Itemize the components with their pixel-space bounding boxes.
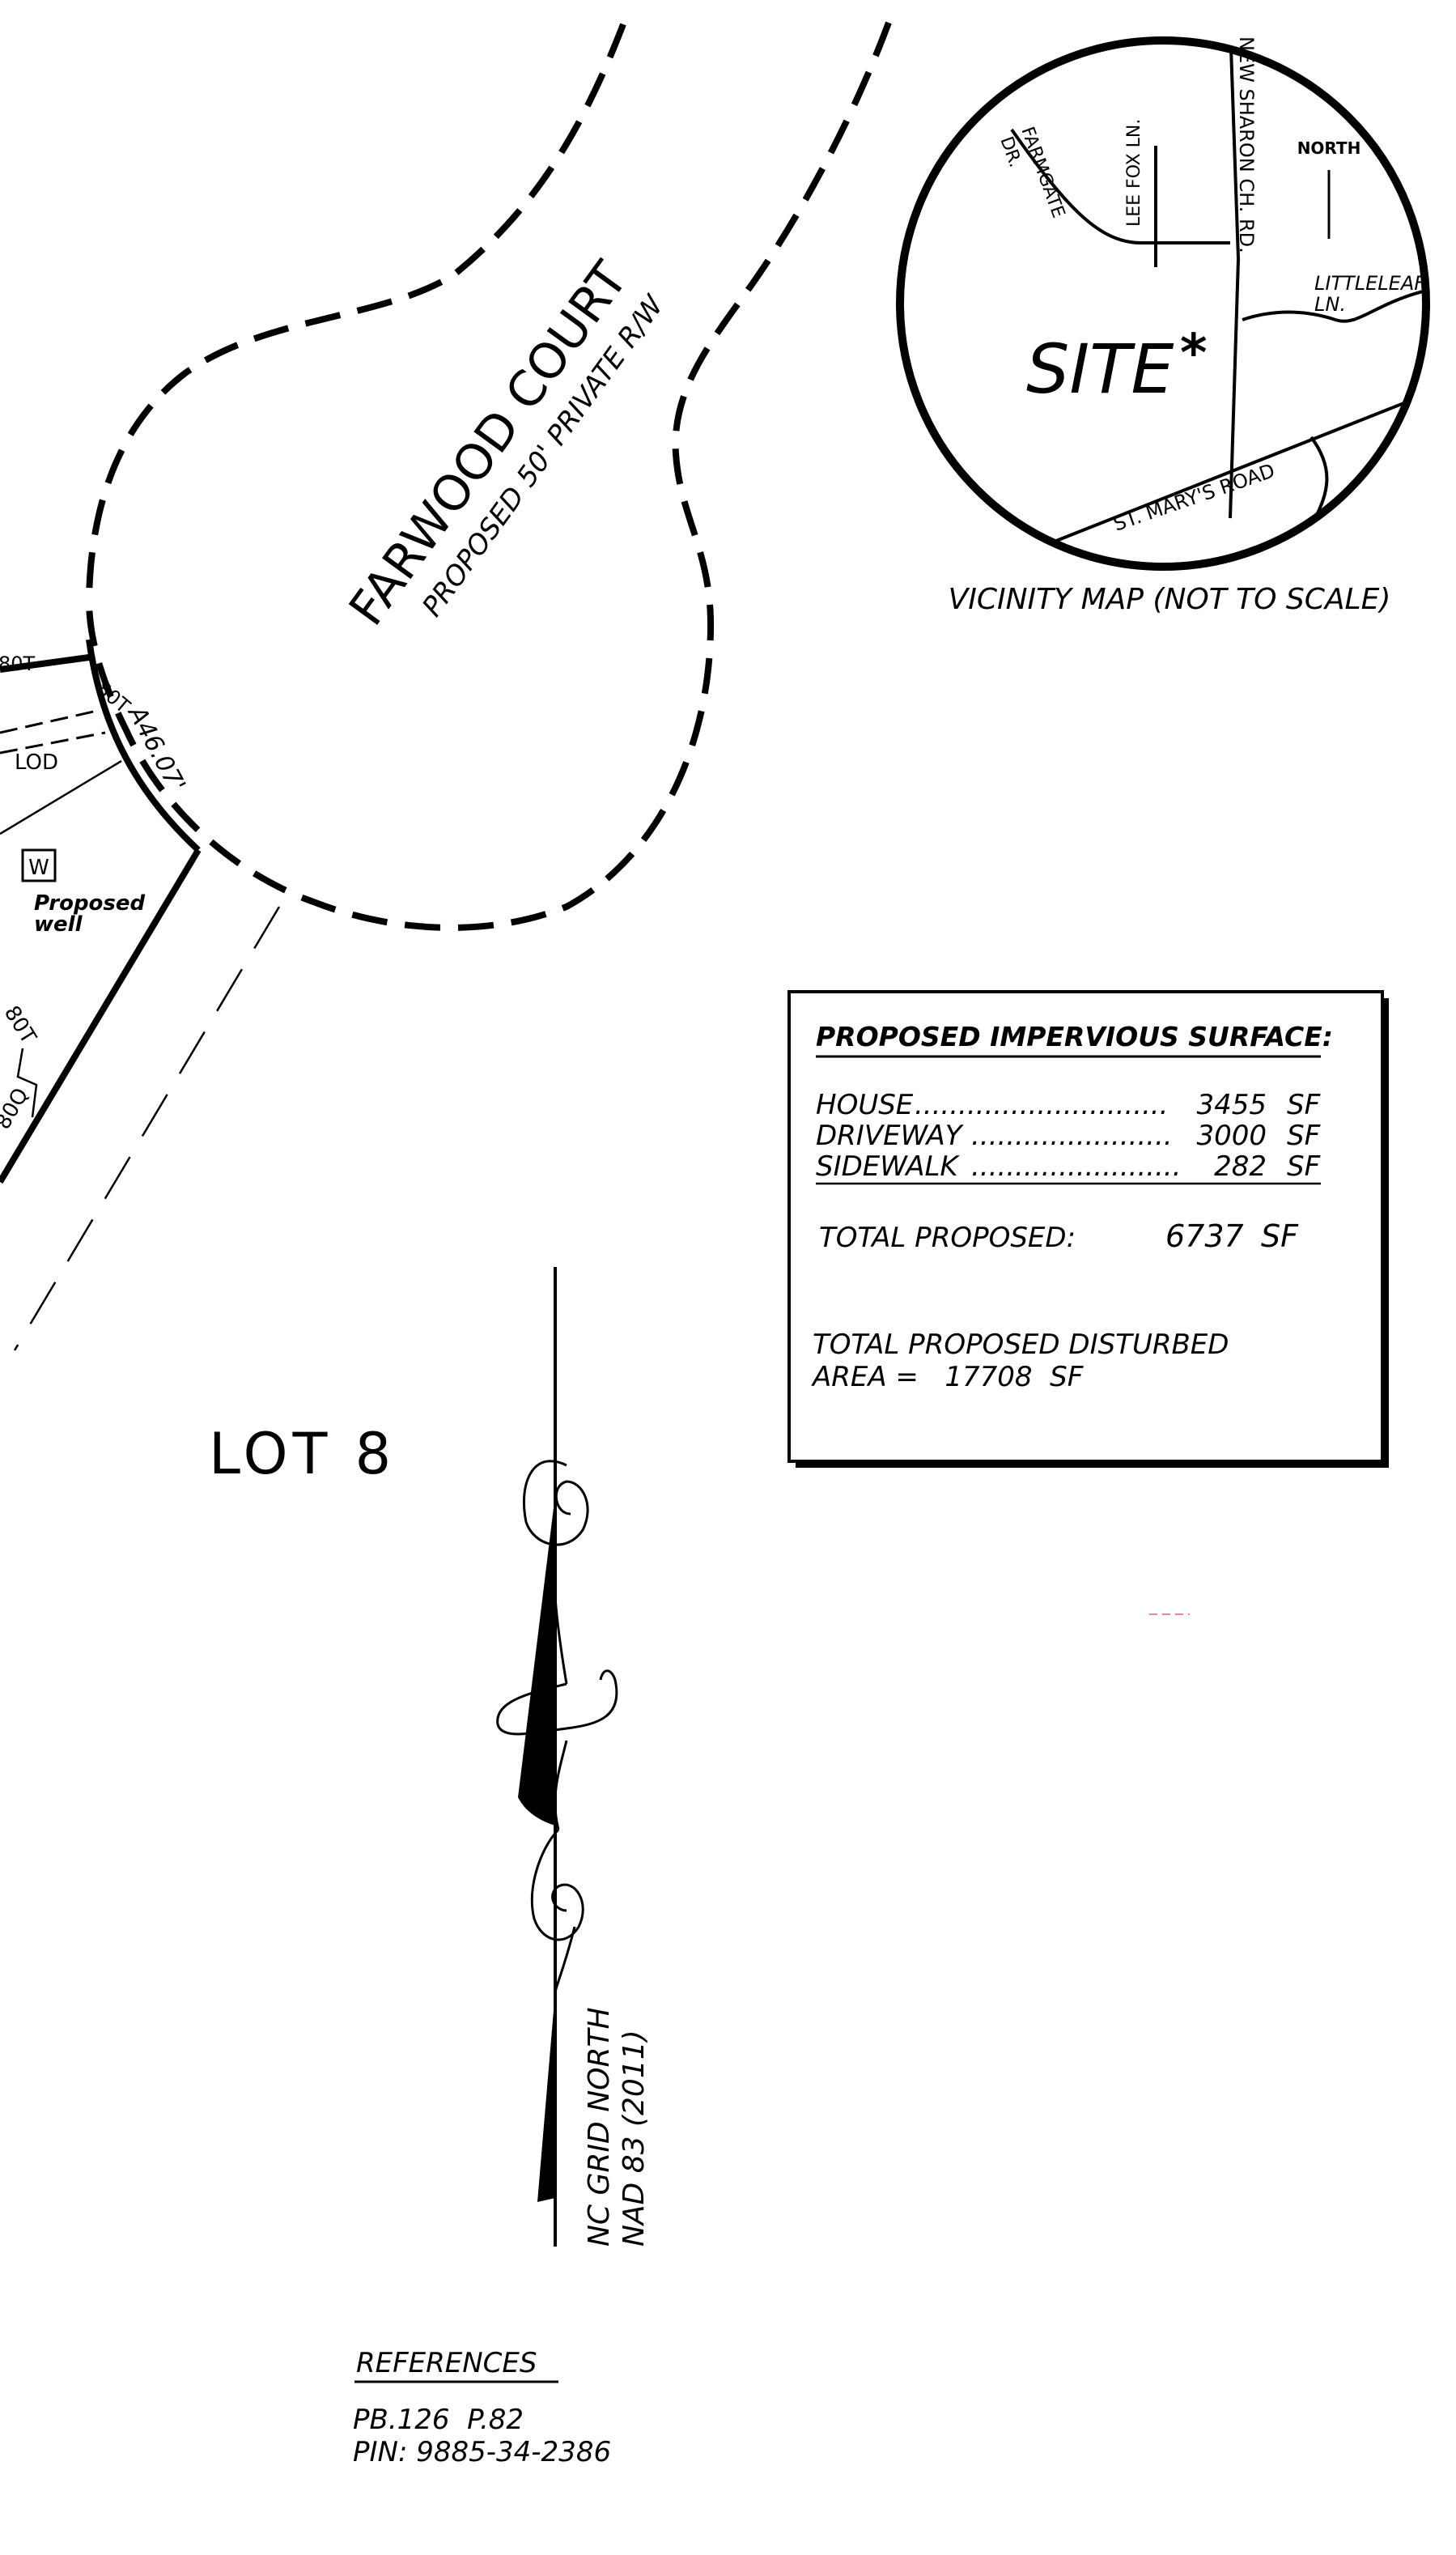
site-label: SITE (1026, 329, 1174, 409)
arrow-scroll-ornament (496, 1460, 618, 1992)
littleleaf-line (1242, 286, 1426, 323)
well-label-line2: well (34, 912, 83, 937)
row-driveway-value: 3000 (1196, 1120, 1267, 1152)
disturbed-line1: TOTAL PROPOSED DISTURBED (813, 1329, 1229, 1361)
references-line1: PB.126 P.82 (353, 2404, 524, 2436)
farwood-court-road (0, 21, 892, 1351)
lot-line-arc (86, 639, 201, 852)
total-unit: SF (1261, 1218, 1299, 1254)
well-label-line1: Proposed (34, 891, 146, 916)
row-driveway-label: DRIVEWAY (816, 1120, 964, 1152)
fragment-label-1: 80T (0, 653, 36, 675)
st-marys-road-line (1051, 387, 1426, 544)
well-symbol: W (28, 856, 49, 880)
lod-bracket (16, 1048, 38, 1118)
lod-label-a: LOD (15, 750, 58, 775)
vicinity-caption: VICINITY MAP (NOT TO SCALE) (949, 583, 1391, 616)
well-symbol-box (21, 848, 57, 882)
lod-line-3 (0, 759, 122, 835)
row-sidewalk-label: SIDEWALK (816, 1150, 960, 1183)
grid-datum-label: NAD 83 (2011) (618, 2030, 651, 2247)
grid-north-label: NC GRID NORTH (583, 2007, 616, 2247)
row-driveway-unit: SF (1287, 1120, 1321, 1152)
lot-label: LOT 8 (209, 1421, 396, 1487)
street-st-marys: ST. MARY'S ROAD (1110, 459, 1277, 535)
disturbed-line2: AREA = 17708 SF (811, 1361, 1084, 1393)
fragment-label-4: 80Q (0, 1084, 34, 1133)
total-label: TOTAL PROPOSED: (819, 1222, 1076, 1254)
fragment-label-3: 80T (0, 1001, 40, 1048)
new-sharon-road-line (1229, 40, 1241, 519)
row-sidewalk-leader: ........................ (971, 1150, 1181, 1183)
arrow-blade-lower (537, 1992, 555, 2202)
street-farmgate: FARMGATE (1017, 125, 1068, 221)
easement-line (13, 906, 281, 1351)
lee-fox-line (1010, 128, 1230, 244)
row-house-value: 3455 (1196, 1089, 1267, 1121)
vicinity-map-border (896, 36, 1430, 571)
street-new-sharon: NEW SHARON CH. RD. (1235, 36, 1258, 253)
table-title: PROPOSED IMPERVIOUS SURFACE: (816, 1021, 1333, 1052)
arrow-blade (518, 1267, 557, 1826)
table-frame (787, 990, 1384, 1463)
row-driveway-leader: ....................... (971, 1120, 1173, 1152)
street-lee-fox: LEE FOX LN. (1124, 119, 1144, 227)
references-line2: PIN: 9885-34-2386 (353, 2436, 611, 2468)
lot-line-south (0, 848, 202, 1184)
street-littleleaf: LITTLELEAF (1314, 272, 1426, 295)
lod-line-2 (0, 731, 106, 755)
lod-line-1 (0, 709, 98, 734)
north-label: NORTH (1297, 138, 1361, 158)
row-right-edge (86, 21, 892, 931)
lot-line-north (0, 654, 90, 673)
row-house-unit: SF (1287, 1089, 1321, 1121)
road-name: FARWOOD COURT (338, 252, 639, 636)
grid-north-arrow: NC GRID NORTH NAD 83 (2011) (496, 1267, 651, 2247)
impervious-surface-table: PROPOSED IMPERVIOUS SURFACE: HOUSE .....… (787, 990, 1389, 1468)
references-block: REFERENCES PB.126 P.82 PIN: 9885-34-2386 (353, 2347, 611, 2468)
row-house-leader: ............................. (915, 1089, 1168, 1121)
vicinity-map: NEW SHARON CH. RD. LEE FOX LN. FARMGATE … (896, 36, 1430, 616)
st-marys-curve (1310, 436, 1329, 519)
street-littleleaf-ln: LN. (1314, 293, 1346, 316)
row-left-edge (86, 23, 626, 600)
proposed-well: W Proposed well (21, 848, 146, 937)
row-house-label: HOUSE (816, 1089, 914, 1121)
references-title: REFERENCES (356, 2347, 537, 2379)
row-sidewalk-value: 282 (1214, 1150, 1267, 1183)
row-sidewalk-unit: SF (1287, 1150, 1321, 1183)
site-marker: * (1180, 324, 1207, 384)
total-value: 6737 (1165, 1218, 1244, 1254)
